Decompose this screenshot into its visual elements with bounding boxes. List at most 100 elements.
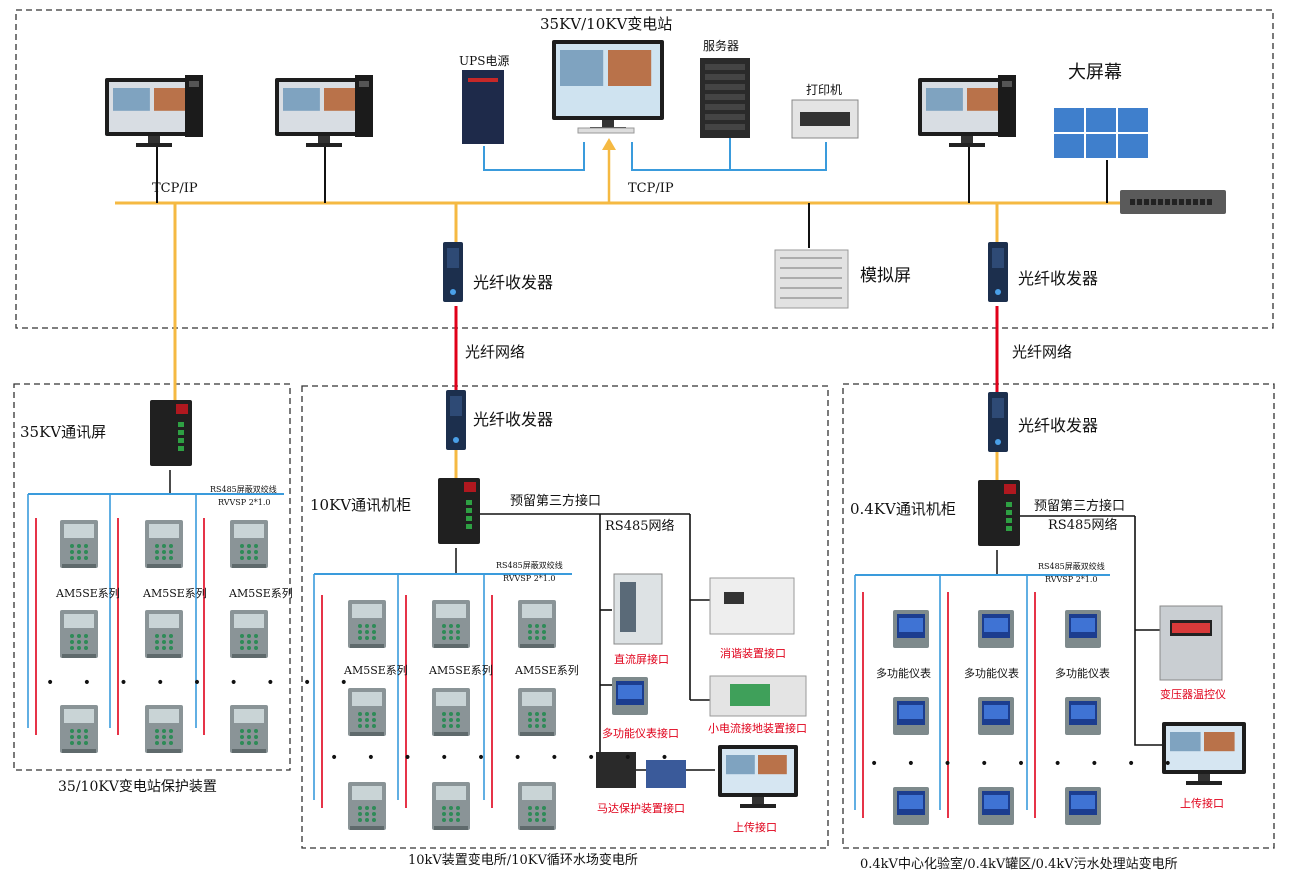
left-panel-title: 35KV通讯屏: [20, 423, 107, 441]
iface-fire-label: 消谐装置接口: [720, 647, 786, 660]
mid-fiber-tx-label: 光纤收发器: [473, 410, 554, 429]
server-unit: [700, 58, 750, 138]
am5se-relay: [60, 610, 98, 658]
station-box: [15, 9, 1274, 329]
mid-series-label: AM5SE系列: [515, 664, 579, 677]
am5se-relay: [432, 600, 470, 648]
iface-ground-label: 小电流接地装置接口: [708, 722, 807, 735]
workstation-monitor-2: [275, 78, 373, 147]
mid-series-label: AM5SE系列: [429, 664, 493, 677]
harmonic-device: [709, 577, 795, 635]
left-panel-box: [13, 383, 291, 771]
network-switch: [1120, 190, 1226, 214]
iface-motor-label: 马达保护装置接口: [597, 802, 685, 815]
right-cable-line2: RVVSP 2*1.0: [1045, 575, 1098, 584]
tcp-label-mid: TCP/IP: [628, 181, 674, 196]
simulation-screen: [774, 249, 849, 309]
multifunction-meter: [1065, 610, 1101, 648]
ups-unit: [462, 70, 504, 144]
iface-upload-label: 上传接口: [733, 821, 777, 834]
big-screen-label: 大屏幕: [1068, 62, 1122, 83]
right-meter-label: 多功能仪表: [1055, 667, 1110, 680]
big-screen-grid: [1054, 108, 1148, 158]
left-dots: • • • • • • • • •: [46, 675, 360, 691]
right-caption: 0.4kV中心化验室/0.4kV罐区/0.4kV污水处理站变电所: [860, 857, 1178, 872]
am5se-relay: [230, 705, 268, 753]
multifunction-meter: [893, 787, 929, 825]
fiber-transceiver-right: [988, 242, 1008, 302]
right-meter-label: 多功能仪表: [876, 667, 931, 680]
left-series-label: AM5SE系列: [143, 587, 207, 600]
multifunction-meter: [1065, 697, 1101, 735]
am5se-relay: [348, 600, 386, 648]
mid-dots: • • • • • • • • • •: [330, 750, 681, 766]
am5se-relay: [518, 688, 556, 736]
ups-label: UPS电源: [459, 54, 510, 68]
comm-server-35kv: [150, 400, 192, 466]
am5se-relay: [60, 705, 98, 753]
am5se-relay: [518, 782, 556, 830]
mid-cable-line1: RS485屏蔽双绞线: [496, 561, 563, 570]
mid-series-label: AM5SE系列: [344, 664, 408, 677]
multifunction-meter: [1065, 787, 1101, 825]
right-cable-line1: RS485屏蔽双绞线: [1038, 562, 1105, 571]
workstation-tower-1: [185, 75, 203, 137]
fiber-tx-center-label: 光纤收发器: [473, 273, 554, 292]
mid-reserved-label: 预留第三方接口: [510, 494, 602, 509]
am5se-relay: [145, 610, 183, 658]
mid-caption: 10kV装置变电所/10KV循环水场变电所: [408, 853, 638, 868]
multifunction-meter: [893, 610, 929, 648]
comm-server-04kv: [978, 480, 1020, 546]
temp-ctrl-label: 变压器温控仪: [1160, 688, 1226, 701]
upload-monitor-right: [1162, 722, 1246, 785]
fiber-transceiver-right-panel: [988, 392, 1008, 452]
right-reserved-label: 预留第三方接口: [1034, 499, 1126, 514]
multifunction-meter: [978, 697, 1014, 735]
workstation-tower-2: [355, 75, 373, 137]
main-pc-monitor: [552, 40, 664, 131]
dc-panel-device: [613, 573, 663, 645]
right-rs485-label: RS485网络: [1048, 518, 1118, 533]
am5se-relay: [348, 688, 386, 736]
meter-interface-device: [612, 677, 648, 715]
multifunction-meter: [978, 610, 1014, 648]
iface-meter-label: 多功能仪表接口: [602, 727, 679, 740]
ground-fault-device: [709, 675, 807, 717]
mid-cable-line2: RVVSP 2*1.0: [503, 574, 556, 583]
left-caption: 35/10KV变电站保护装置: [58, 779, 217, 795]
fiber-tx-right-label: 光纤收发器: [1018, 269, 1099, 288]
keyboard: [577, 127, 635, 134]
mid-panel-title: 10KV通讯机柜: [310, 496, 412, 514]
right-dots: • • • • • • • • •: [870, 756, 1184, 772]
sim-screen-label: 模拟屏: [860, 266, 911, 286]
tcp-label-left: TCP/IP: [152, 181, 198, 196]
mid-rs485-label: RS485网络: [605, 519, 675, 534]
left-cable-line1: RS485屏蔽双绞线: [210, 485, 277, 494]
server-label: 服务器: [703, 39, 740, 53]
am5se-relay: [518, 600, 556, 648]
station-title: 35KV/10KV变电站: [540, 15, 673, 33]
am5se-relay: [60, 520, 98, 568]
am5se-relay: [230, 610, 268, 658]
left-cable-line2: RVVSP 2*1.0: [218, 498, 271, 507]
am5se-relay: [230, 520, 268, 568]
fiber-net-center-label: 光纤网络: [465, 343, 526, 361]
mid-panel-box: [301, 385, 829, 849]
workstation-monitor-1: [105, 78, 203, 147]
am5se-relay: [145, 705, 183, 753]
workstation-monitor-3: [918, 78, 1016, 147]
multifunction-meter: [978, 787, 1014, 825]
fiber-net-right-label: 光纤网络: [1012, 343, 1073, 361]
fiber-transceiver-center: [443, 242, 463, 302]
fiber-transceiver-mid-panel: [446, 390, 466, 450]
right-panel-box: [842, 383, 1275, 849]
multifunction-meter: [893, 697, 929, 735]
upload-monitor-mid: [718, 745, 798, 808]
am5se-relay: [145, 520, 183, 568]
right-upload-label: 上传接口: [1180, 797, 1224, 810]
am5se-relay: [432, 782, 470, 830]
motor-protection-device: [596, 752, 686, 788]
iface-dc-label: 直流屏接口: [614, 653, 669, 666]
